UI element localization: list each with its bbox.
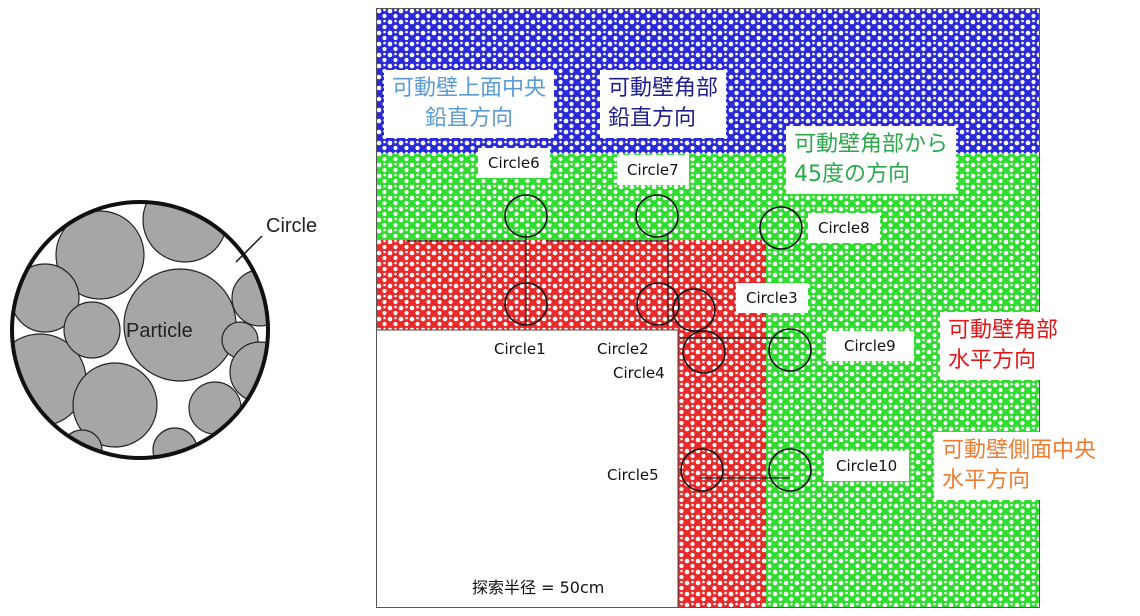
search-circle-3 xyxy=(672,288,716,332)
annotation-line: 可動壁角部 xyxy=(608,76,719,101)
particle xyxy=(231,269,268,327)
circle-label-4: Circle4 xyxy=(613,364,665,382)
particle xyxy=(12,263,80,333)
search-circle-10 xyxy=(768,448,812,492)
annotation-line: 45度の方向 xyxy=(794,162,910,187)
search-circle-1 xyxy=(504,282,548,326)
movable-wall xyxy=(376,329,679,608)
circle-label-2: Circle2 xyxy=(597,340,649,358)
circle-label-3: Circle3 xyxy=(736,283,808,313)
annotation-top-center-vertical: 可動壁上面中央 鉛直方向 xyxy=(384,70,555,138)
particle xyxy=(188,381,242,435)
circle-label-10: Circle10 xyxy=(824,451,910,481)
domain-border xyxy=(376,8,1040,608)
annotation-line: 鉛直方向 xyxy=(425,106,514,131)
search-radius-label: 探索半径 = 50cm xyxy=(472,578,605,597)
annotation-line: 可動壁上面中央 xyxy=(392,76,547,101)
annotation-side-center-horizontal: 可動壁側面中央 水平方向 xyxy=(934,432,1105,500)
annotation-corner-vertical: 可動壁角部 鉛直方向 xyxy=(600,70,727,138)
search-circle-2 xyxy=(636,282,680,326)
particle xyxy=(142,202,228,263)
annotation-line: 可動壁角部 xyxy=(948,318,1059,343)
annotation-line: 可動壁角部から xyxy=(794,132,949,157)
search-circle-7 xyxy=(635,194,679,238)
search-circle-5 xyxy=(680,448,724,492)
circle-label-8: Circle8 xyxy=(808,213,880,243)
circle-pointer-line xyxy=(235,235,263,263)
circle-label: Circle xyxy=(266,215,317,237)
circle-label-5: Circle5 xyxy=(607,466,659,484)
annotation-line: 可動壁側面中央 xyxy=(942,438,1097,463)
particle xyxy=(55,210,145,300)
circle-label-6: Circle6 xyxy=(478,148,550,178)
particle-label: Particle xyxy=(126,320,193,342)
annotation-line: 水平方向 xyxy=(948,348,1037,373)
search-circle-4 xyxy=(682,330,726,374)
sampling-circle-outline xyxy=(10,200,270,460)
search-circle-6 xyxy=(504,194,548,238)
particle xyxy=(152,427,198,458)
particle xyxy=(63,301,121,359)
red-region xyxy=(376,240,766,608)
annotation-line: 鉛直方向 xyxy=(608,106,697,131)
search-circle-9 xyxy=(768,328,812,372)
annotation-corner-horizontal: 可動壁角部 水平方向 xyxy=(940,312,1067,380)
search-circle-8 xyxy=(759,206,803,250)
particle xyxy=(72,362,158,448)
annotation-line: 水平方向 xyxy=(942,468,1031,493)
circle-label-1: Circle1 xyxy=(494,340,546,358)
annotation-corner-45deg: 可動壁角部から 45度の方向 xyxy=(786,126,957,194)
sampling-circle-inset: Circle Particle xyxy=(10,200,317,460)
circle-label-9: Circle9 xyxy=(826,331,914,361)
circle-label-7: Circle7 xyxy=(617,155,689,185)
